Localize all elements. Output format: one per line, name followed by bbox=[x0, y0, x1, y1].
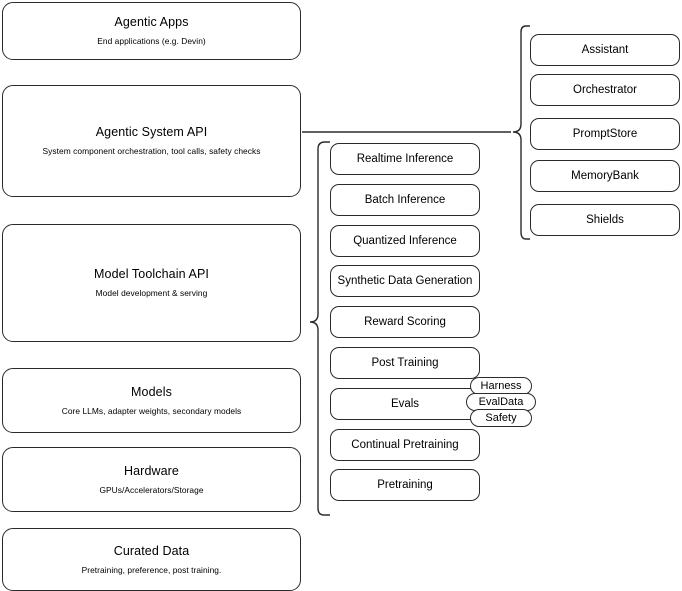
stack-layer-title: Model Toolchain API bbox=[94, 267, 209, 282]
stack-layer-title: Agentic System API bbox=[95, 125, 208, 140]
toolchain-component-pretraining[interactable]: Pretraining bbox=[330, 469, 480, 501]
stack-layer-models[interactable]: Models Core LLMs, adapter weights, secon… bbox=[2, 368, 301, 433]
stack-layer-title: Agentic Apps bbox=[114, 15, 189, 30]
toolchain-component-synthetic-data-generation[interactable]: Synthetic Data Generation bbox=[330, 265, 480, 297]
toolchain-component-label: Quantized Inference bbox=[353, 235, 457, 247]
toolchain-component-label: Reward Scoring bbox=[364, 316, 446, 328]
toolchain-component-label: Pretraining bbox=[377, 479, 433, 491]
system-component-label: Orchestrator bbox=[573, 84, 637, 96]
stack-layer-subtitle: Core LLMs, adapter weights, secondary mo… bbox=[61, 405, 242, 416]
toolchain-component-continual-pretraining[interactable]: Continual Pretraining bbox=[330, 429, 480, 461]
toolchain-component-label: Batch Inference bbox=[364, 194, 446, 206]
stack-layer-curated-data[interactable]: Curated Data Pretraining, preference, po… bbox=[2, 528, 301, 591]
stack-layer-title: Models bbox=[131, 384, 172, 399]
system-component-promptstore[interactable]: PromptStore bbox=[530, 118, 680, 150]
system-component-shields[interactable]: Shields bbox=[530, 204, 680, 236]
stack-layer-subtitle: GPUs/Accelerators/Storage bbox=[99, 484, 204, 495]
stack-layer-subtitle: Pretraining, preference, post training. bbox=[81, 564, 222, 575]
eval-subcomponent-label: Safety bbox=[485, 412, 517, 424]
toolchain-component-post-training[interactable]: Post Training bbox=[330, 347, 480, 379]
stack-layer-agentic-system-api[interactable]: Agentic System API System component orch… bbox=[2, 85, 301, 197]
toolchain-component-label: Continual Pretraining bbox=[351, 439, 459, 451]
stack-layer-subtitle: End applications (e.g. Devin) bbox=[97, 36, 206, 47]
system-component-label: Shields bbox=[586, 214, 624, 226]
stack-layer-hardware[interactable]: Hardware GPUs/Accelerators/Storage bbox=[2, 447, 301, 512]
toolchain-component-label: Post Training bbox=[371, 357, 439, 369]
system-component-label: MemoryBank bbox=[571, 170, 639, 182]
toolchain-component-batch-inference[interactable]: Batch Inference bbox=[330, 184, 480, 216]
system-component-label: Assistant bbox=[581, 44, 629, 56]
toolchain-component-label: Synthetic Data Generation bbox=[337, 275, 473, 287]
stack-layer-agentic-apps[interactable]: Agentic Apps End applications (e.g. Devi… bbox=[2, 2, 301, 60]
eval-subcomponent-safety[interactable]: Safety bbox=[470, 409, 532, 427]
toolchain-component-quantized-inference[interactable]: Quantized Inference bbox=[330, 225, 480, 257]
eval-subcomponent-label: EvalData bbox=[478, 396, 524, 408]
eval-subcomponent-label: Harness bbox=[480, 380, 522, 392]
stack-layer-title: Hardware bbox=[124, 463, 179, 478]
toolchain-component-label: Realtime Inference bbox=[356, 153, 454, 165]
stack-layer-subtitle: Model development & serving bbox=[95, 288, 208, 299]
system-component-label: PromptStore bbox=[572, 128, 638, 140]
stack-layer-subtitle: System component orchestration, tool cal… bbox=[42, 146, 261, 157]
stack-layer-model-toolchain-api[interactable]: Model Toolchain API Model development & … bbox=[2, 224, 301, 342]
toolchain-component-evals[interactable]: Evals bbox=[330, 388, 480, 420]
system-component-orchestrator[interactable]: Orchestrator bbox=[530, 74, 680, 106]
toolchain-component-realtime-inference[interactable]: Realtime Inference bbox=[330, 143, 480, 175]
toolchain-component-label: Evals bbox=[390, 398, 420, 410]
stack-layer-title: Curated Data bbox=[113, 543, 190, 558]
system-component-memorybank[interactable]: MemoryBank bbox=[530, 160, 680, 192]
right-bracket bbox=[512, 25, 530, 240]
middle-bracket bbox=[309, 141, 330, 516]
system-component-assistant[interactable]: Assistant bbox=[530, 34, 680, 66]
toolchain-component-reward-scoring[interactable]: Reward Scoring bbox=[330, 306, 480, 338]
